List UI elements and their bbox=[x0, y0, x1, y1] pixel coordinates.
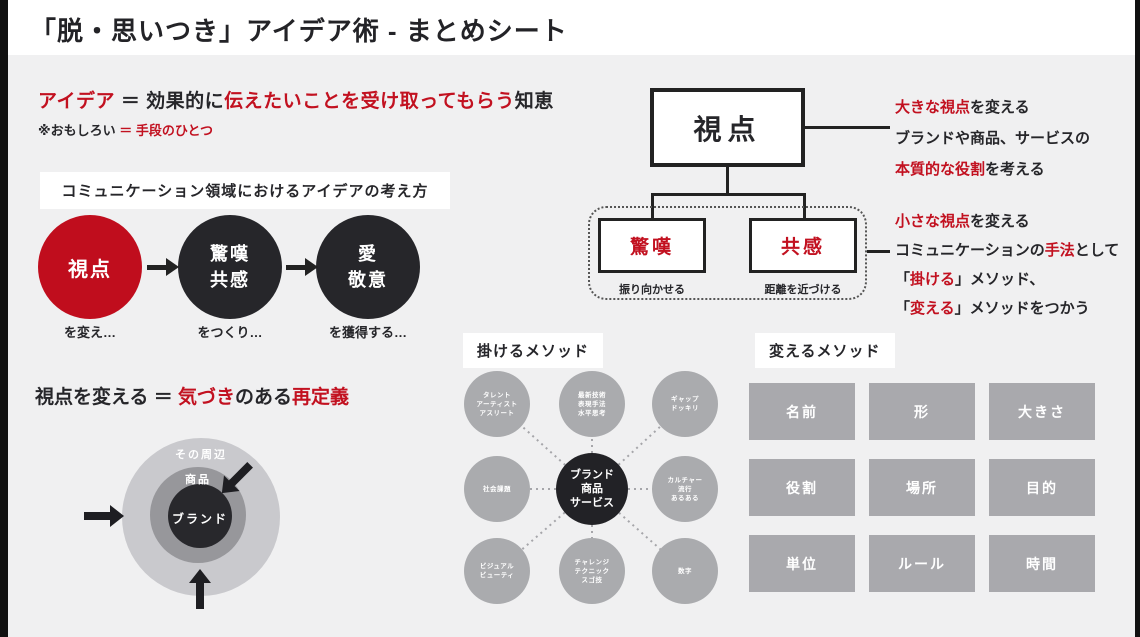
kaeru-cell: ルール bbox=[869, 535, 975, 592]
left-edge-bar bbox=[0, 0, 8, 637]
kaeru-grid: 名前 形 大きさ 役割 場所 目的 単位 ルール 時間 bbox=[749, 383, 1095, 592]
flow-step-love-respect: 愛 敬意 bbox=[316, 215, 420, 319]
tree-connector bbox=[805, 126, 890, 129]
flow-step-viewpoint: 視点 bbox=[38, 215, 142, 319]
satellite-circle: チャレンジ テクニック スゴ技 bbox=[559, 538, 625, 604]
kaeru-cell: 形 bbox=[869, 383, 975, 440]
flow-step-wonder-empathy: 驚嘆 共感 bbox=[178, 215, 282, 319]
satellite-circle: ビジュアル ビューティ bbox=[464, 538, 530, 604]
flow-step-label: を獲得する… bbox=[328, 325, 408, 340]
tree-connector bbox=[726, 167, 729, 195]
flow-arrow-icon bbox=[286, 258, 318, 276]
tree-connector bbox=[867, 250, 890, 253]
ring-middle-label: 商品 bbox=[185, 474, 211, 486]
big-viewpoint-note: 大きな視点を変える ブランドや商品、サービスの 本質的な役割を考える bbox=[895, 99, 1091, 178]
idea-definition: アイデア ＝ 効果的に伝えたいことを受け取ってもらう知恵 bbox=[38, 91, 554, 112]
kaeru-cell: 場所 bbox=[869, 459, 975, 516]
satellite-circle: カルチャー 流行 あるある bbox=[652, 456, 718, 522]
kaeru-cell: 単位 bbox=[749, 535, 855, 592]
kaeru-method-label: 変えるメソッド bbox=[755, 333, 895, 368]
redefine-heading: 視点を変える ＝ 気づきのある再定義 bbox=[35, 387, 350, 408]
kaeru-cell: 時間 bbox=[989, 535, 1095, 592]
small-viewpoint-note: 小さな視点を変える コミュニケーションの手法として 「掛ける」メソッド、 「変え… bbox=[895, 213, 1120, 317]
method-group-frame bbox=[588, 206, 867, 300]
flow-step-label: をつくり… bbox=[197, 325, 263, 340]
wonder-box: 驚嘆 bbox=[598, 218, 706, 273]
kaeru-cell: 役割 bbox=[749, 459, 855, 516]
kakeru-hub-circle: ブランド 商品 サービス bbox=[556, 453, 628, 525]
flow-step-label: を変え… bbox=[63, 325, 117, 340]
idea-definition-term: アイデア bbox=[38, 91, 116, 112]
empathy-box: 共感 bbox=[749, 218, 857, 273]
framework-label: コミュニケーション領域におけるアイデアの考え方 bbox=[40, 172, 450, 209]
wonder-caption: 振り向かせる bbox=[619, 284, 685, 296]
satellite-circle: ギャップ ドッキリ bbox=[652, 371, 718, 437]
satellite-circle: 社会課題 bbox=[464, 456, 530, 522]
satellite-circle: 数字 bbox=[652, 538, 718, 604]
ring-inner bbox=[168, 484, 232, 548]
ring-arrow-up-icon bbox=[189, 569, 211, 609]
page-title: 「脱・思いつき」アイデア術 - まとめシート bbox=[30, 16, 568, 46]
ring-arrow-right-icon bbox=[84, 505, 124, 527]
viewpoint-root-box: 視点 bbox=[650, 88, 805, 167]
ring-outer-label: その周辺 bbox=[175, 449, 227, 461]
header-band bbox=[0, 0, 1140, 55]
idea-note: ※おもしろい ＝ 手段のひとつ bbox=[38, 123, 213, 138]
ring-inner-label: ブランド bbox=[171, 512, 229, 526]
kakeru-method-label: 掛けるメソッド bbox=[463, 333, 604, 368]
kaeru-cell: 大きさ bbox=[989, 383, 1095, 440]
kaeru-cell: 名前 bbox=[749, 383, 855, 440]
right-edge-bar bbox=[1135, 0, 1140, 637]
flow-arrow-icon bbox=[147, 258, 179, 276]
kaeru-cell: 目的 bbox=[989, 459, 1095, 516]
satellite-circle: 最新技術 表現手法 水平思考 bbox=[559, 371, 625, 437]
satellite-circle: タレント アーティスト アスリート bbox=[464, 371, 530, 437]
tree-connector bbox=[651, 193, 806, 196]
empathy-caption: 距離を近づける bbox=[764, 284, 842, 296]
